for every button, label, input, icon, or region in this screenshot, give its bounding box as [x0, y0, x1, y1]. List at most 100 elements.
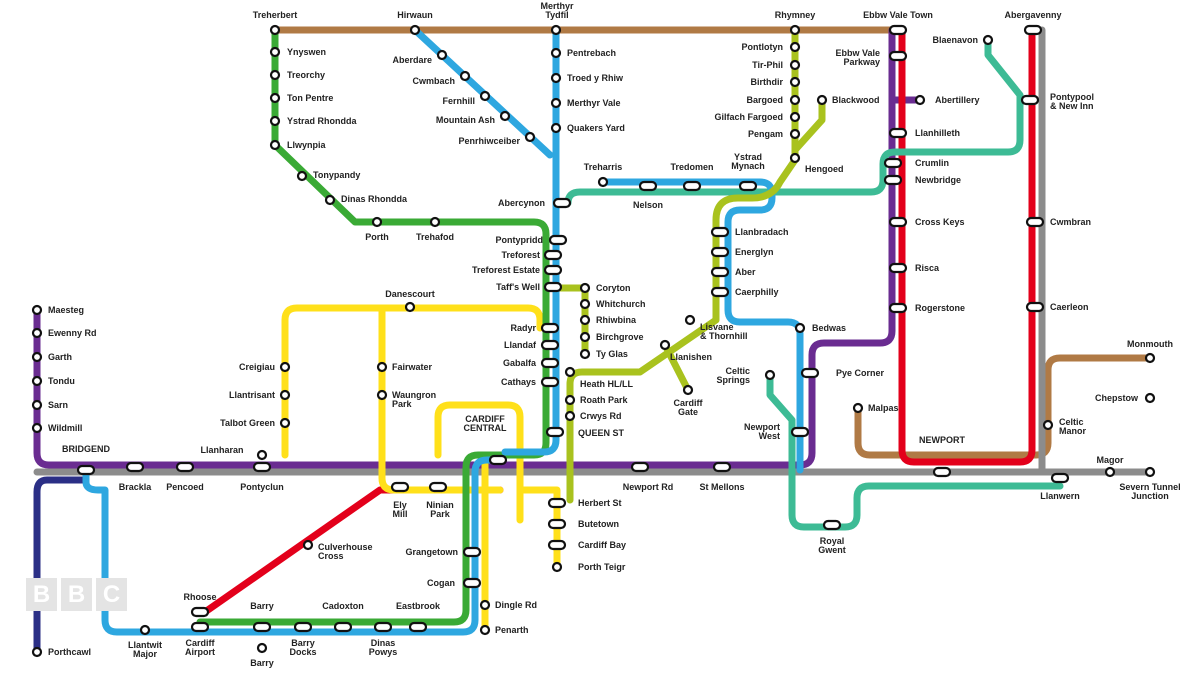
- station-newport[interactable]: NEWPORT: [919, 435, 966, 478]
- interchange-marker[interactable]: [682, 180, 702, 192]
- station-aber[interactable]: Aber: [710, 266, 756, 278]
- station-risca[interactable]: Risca: [888, 262, 940, 274]
- station-dingle-rd[interactable]: Dingle Rd: [479, 599, 537, 611]
- station-taffs-well[interactable]: Taff's Well: [496, 281, 563, 293]
- interchange-marker[interactable]: [888, 302, 908, 314]
- station-hengoed[interactable]: Hengoed: [789, 152, 844, 174]
- station-queen-st[interactable]: QUEEN ST: [545, 426, 625, 438]
- station-ystrad-rhondda[interactable]: Ystrad Rhondda: [269, 115, 357, 127]
- station-marker[interactable]: [684, 314, 696, 326]
- station-marker[interactable]: [459, 70, 471, 82]
- station-ebbw-vale-town[interactable]: Ebbw Vale Town: [863, 10, 933, 36]
- station-llanishen[interactable]: Llanishen: [659, 339, 712, 362]
- station-marker[interactable]: [579, 348, 591, 360]
- station-llanbradach[interactable]: Llanbradach: [710, 226, 789, 238]
- station-marker[interactable]: [269, 24, 281, 36]
- station-pentrebach[interactable]: Pentrebach: [550, 47, 616, 59]
- interchange-marker[interactable]: [547, 518, 567, 530]
- interchange-marker[interactable]: [710, 226, 730, 238]
- station-marker[interactable]: [1104, 466, 1116, 478]
- station-aberdare[interactable]: Aberdare: [392, 49, 448, 65]
- station-marker[interactable]: [789, 128, 801, 140]
- station-marker[interactable]: [479, 90, 491, 102]
- station-pye-corner[interactable]: Pye Corner: [800, 367, 885, 379]
- station-marker[interactable]: [31, 327, 43, 339]
- interchange-marker[interactable]: [390, 481, 410, 493]
- station-penarth[interactable]: Penarth: [479, 624, 529, 636]
- interchange-marker[interactable]: [883, 157, 903, 169]
- station-malpas[interactable]: Malpas: [852, 402, 899, 414]
- station-bedwas[interactable]: Bedwas: [794, 322, 846, 334]
- station-abergavenny[interactable]: Abergavenny: [1004, 10, 1062, 36]
- station-marker[interactable]: [479, 599, 491, 611]
- station-gilfach-fargoed[interactable]: Gilfach Fargoed: [714, 111, 801, 123]
- interchange-marker[interactable]: [888, 216, 908, 228]
- station-cross-keys[interactable]: Cross Keys: [888, 216, 965, 228]
- station-brithdir[interactable]: Birthdir: [751, 76, 801, 88]
- station-marker[interactable]: [279, 417, 291, 429]
- station-marker[interactable]: [302, 539, 314, 551]
- interchange-marker[interactable]: [252, 621, 272, 633]
- station-marker[interactable]: [31, 399, 43, 411]
- station-marker[interactable]: [550, 97, 562, 109]
- station-newbridge[interactable]: Newbridge: [883, 174, 961, 186]
- station-marker[interactable]: [789, 111, 801, 123]
- station-marker[interactable]: [269, 69, 281, 81]
- station-cogan[interactable]: Cogan: [427, 577, 482, 589]
- station-crumlin[interactable]: Crumlin: [883, 157, 949, 169]
- station-roath-park[interactable]: Roath Park: [564, 394, 629, 406]
- station-marker[interactable]: [269, 46, 281, 58]
- interchange-marker[interactable]: [883, 174, 903, 186]
- station-st-mellons[interactable]: St Mellons: [699, 461, 745, 492]
- station-marker[interactable]: [597, 176, 609, 188]
- station-maesteg[interactable]: Maesteg: [31, 304, 84, 316]
- station-porth-teigr[interactable]: Porth Teigr: [551, 561, 626, 573]
- interchange-marker[interactable]: [800, 367, 820, 379]
- station-barry-island[interactable]: Barry: [250, 642, 274, 668]
- station-pencoed[interactable]: Pencoed: [166, 461, 204, 492]
- station-marker[interactable]: [579, 298, 591, 310]
- interchange-marker[interactable]: [1025, 301, 1045, 313]
- station-heath[interactable]: Heath HL/LL: [564, 366, 634, 389]
- station-tir-phil[interactable]: Tir-Phil: [752, 59, 801, 71]
- station-crwys-rd[interactable]: Crwys Rd: [564, 410, 622, 422]
- station-eastbrook[interactable]: Eastbrook: [396, 601, 441, 633]
- station-marker[interactable]: [789, 24, 801, 36]
- interchange-marker[interactable]: [462, 577, 482, 589]
- interchange-marker[interactable]: [428, 481, 448, 493]
- station-marker[interactable]: [682, 384, 694, 396]
- station-tonypandy[interactable]: Tonypandy: [296, 170, 360, 182]
- interchange-marker[interactable]: [125, 461, 145, 473]
- interchange-marker[interactable]: [888, 24, 908, 36]
- station-marker[interactable]: [269, 139, 281, 151]
- station-marker[interactable]: [499, 110, 511, 122]
- station-monmouth[interactable]: Monmouth: [1127, 339, 1173, 364]
- station-treharris[interactable]: Treharris: [584, 162, 623, 188]
- station-marker[interactable]: [579, 314, 591, 326]
- station-garth[interactable]: Garth: [31, 351, 72, 363]
- interchange-marker[interactable]: [543, 264, 563, 276]
- station-mountain-ash[interactable]: Mountain Ash: [436, 110, 511, 125]
- station-marker[interactable]: [269, 115, 281, 127]
- station-birchgrove[interactable]: Birchgrove: [579, 331, 644, 343]
- station-talbot-green[interactable]: Talbot Green: [220, 417, 291, 429]
- station-llantrisant[interactable]: Llantrisant: [229, 389, 291, 401]
- interchange-marker[interactable]: [540, 376, 560, 388]
- station-marker[interactable]: [982, 34, 994, 46]
- station-marker[interactable]: [564, 366, 576, 378]
- interchange-marker[interactable]: [552, 197, 572, 209]
- station-marker[interactable]: [816, 94, 828, 106]
- station-marker[interactable]: [1144, 352, 1156, 364]
- station-fairwater[interactable]: Fairwater: [376, 361, 433, 373]
- station-cardiff-bay[interactable]: Cardiff Bay: [547, 539, 626, 551]
- station-marker[interactable]: [789, 76, 801, 88]
- station-cwmbran[interactable]: Cwmbran: [1025, 216, 1091, 228]
- station-marker[interactable]: [376, 361, 388, 373]
